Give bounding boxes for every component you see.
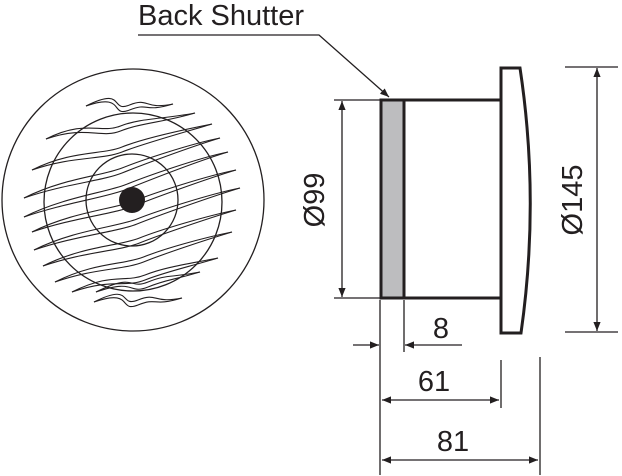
grille-wave — [42, 209, 237, 267]
grille-wave — [23, 137, 221, 199]
dim-shutter-diameter: Ø99 — [299, 173, 331, 228]
grille-wave — [23, 151, 229, 218]
back-shutter-label: Back Shutter — [138, 0, 304, 32]
grille-wave — [85, 101, 174, 113]
grille-wave — [93, 297, 183, 308]
fan-body — [402, 98, 503, 300]
back-shutter — [379, 98, 406, 300]
grille-wave — [71, 257, 219, 293]
dimension-lines — [334, 66, 618, 475]
grille-wave — [45, 112, 196, 140]
front-view — [1, 68, 265, 332]
grille-wave — [45, 112, 196, 140]
grille-wave — [93, 293, 183, 303]
grille-wave — [71, 257, 219, 293]
grille-wave — [31, 123, 213, 171]
grille-wave — [54, 231, 233, 283]
center-hub — [119, 187, 145, 213]
outer-circle — [1, 68, 265, 332]
grille-wave — [85, 97, 174, 107]
dim-body-depth: 61 — [418, 366, 450, 398]
dim-front-diameter: Ø145 — [557, 165, 589, 236]
front-cover — [499, 66, 532, 335]
grille-wave — [31, 123, 213, 171]
grille-wave — [54, 231, 233, 283]
dim-shutter-depth: 8 — [433, 313, 449, 345]
grille-wave — [33, 187, 241, 251]
side-view — [379, 66, 532, 335]
grille-wave — [33, 187, 241, 251]
back-shutter-callout — [138, 34, 390, 98]
grille-wave — [95, 271, 201, 293]
grille-wave — [23, 137, 221, 199]
grille-wave — [95, 271, 201, 293]
middle-circle — [43, 112, 223, 292]
dim-total-depth: 81 — [437, 426, 469, 458]
grille-wave — [42, 209, 237, 267]
